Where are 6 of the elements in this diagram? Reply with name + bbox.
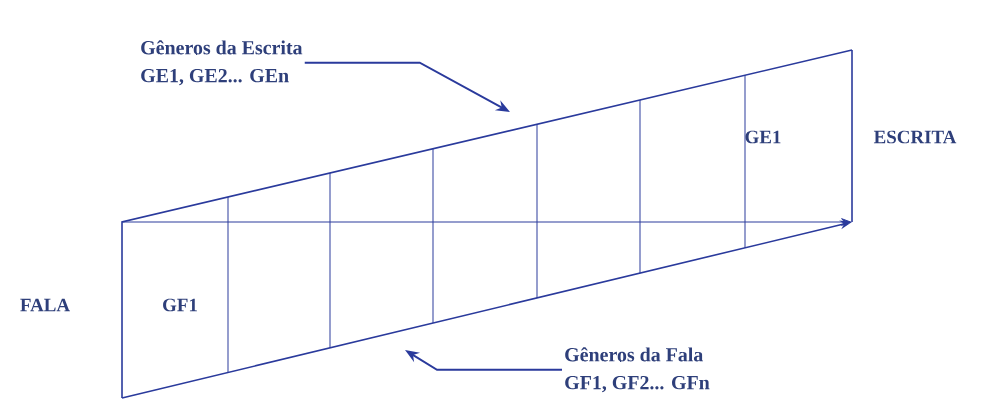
callout-text: Gêneros da Escrita GE1, GE2... GEn bbox=[141, 40, 303, 86]
label: FALA bbox=[20, 298, 70, 312]
label: ESCRITA bbox=[873, 130, 957, 144]
label: GE1 bbox=[745, 130, 781, 144]
callout-text: Gêneros da Fala GF1, GF2... GFn bbox=[565, 347, 710, 393]
label: GF1 bbox=[163, 298, 197, 312]
